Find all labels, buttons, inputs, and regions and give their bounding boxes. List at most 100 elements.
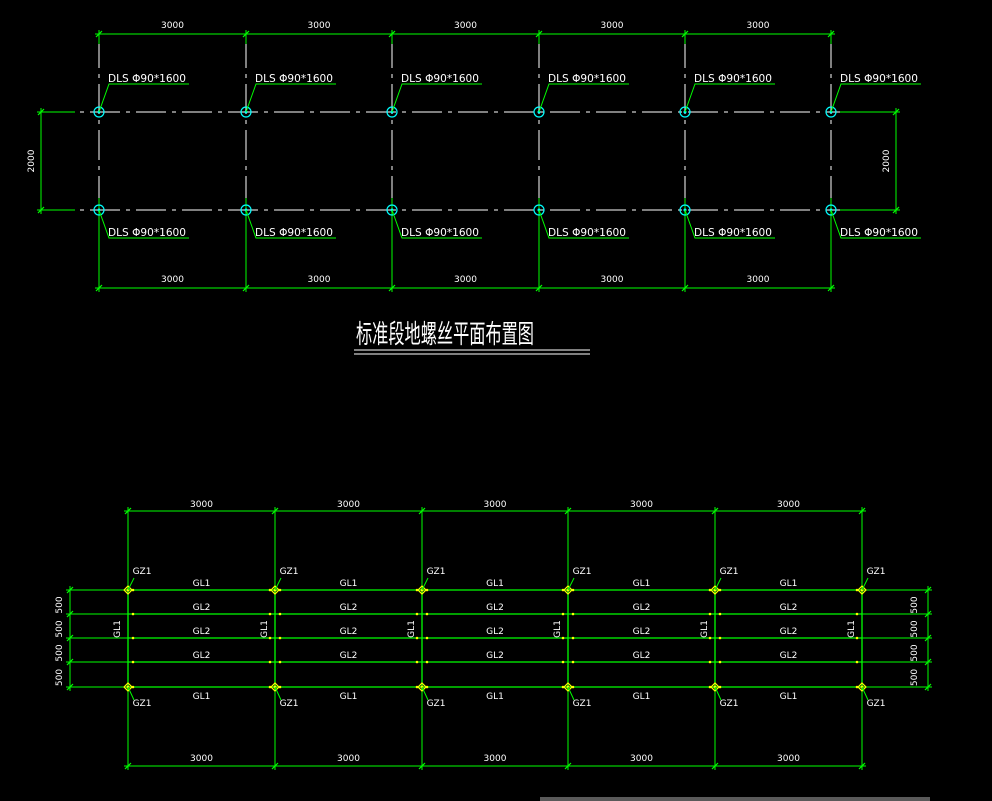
beam-marker bbox=[855, 612, 859, 616]
pile-circle bbox=[386, 204, 398, 216]
dimension-tick bbox=[858, 507, 866, 515]
row-gap-dimension-label: 500 bbox=[910, 620, 920, 637]
beam-marker bbox=[855, 588, 859, 592]
pile-circle bbox=[93, 106, 105, 118]
column-label: GZ1 bbox=[867, 699, 886, 709]
beam-marker bbox=[571, 588, 575, 592]
cross-beam-label: GL1 bbox=[700, 620, 710, 638]
column-marker bbox=[710, 585, 720, 595]
beam-label: GL2 bbox=[340, 627, 358, 637]
span-dimension-label: 3000 bbox=[484, 754, 507, 764]
beam-marker bbox=[718, 685, 722, 689]
beam-label: GL2 bbox=[780, 603, 798, 613]
column-marker bbox=[563, 682, 573, 692]
row-dimension-label: 2000 bbox=[882, 149, 892, 172]
column-marker bbox=[710, 682, 720, 692]
beam-label: GL2 bbox=[193, 651, 211, 661]
column-leader bbox=[861, 686, 869, 701]
beam-label: GL1 bbox=[486, 692, 504, 702]
dimension-tick bbox=[681, 284, 689, 292]
beam-label: GL2 bbox=[633, 627, 651, 637]
dimension-tick bbox=[564, 762, 572, 770]
row-dimension-label: 2000 bbox=[27, 149, 37, 172]
row-gap-dimension-label: 500 bbox=[55, 596, 65, 613]
beam-label: GL1 bbox=[780, 579, 798, 589]
pile-leader bbox=[98, 209, 189, 239]
column-marker bbox=[417, 585, 427, 595]
span-dimension-label: 3000 bbox=[630, 754, 653, 764]
beam-marker bbox=[415, 660, 419, 664]
column-marker bbox=[270, 585, 280, 595]
column-marker bbox=[857, 585, 867, 595]
dimension-tick bbox=[418, 762, 426, 770]
span-dimension-label: 3000 bbox=[484, 500, 507, 510]
beam-marker bbox=[855, 685, 859, 689]
beam-marker bbox=[268, 612, 272, 616]
column-label: GZ1 bbox=[720, 699, 739, 709]
row-gap-dimension-label: 500 bbox=[55, 620, 65, 637]
beam-marker bbox=[561, 588, 565, 592]
column-label: GZ1 bbox=[720, 567, 739, 577]
dimension-tick bbox=[388, 30, 396, 38]
dimension-tick bbox=[124, 762, 132, 770]
beam-marker bbox=[561, 612, 565, 616]
row-gap-dimension-label: 500 bbox=[55, 669, 65, 686]
beam-marker bbox=[278, 636, 282, 640]
span-dimension-label: 3000 bbox=[601, 21, 624, 31]
beam-marker bbox=[278, 685, 282, 689]
beam-label: GL1 bbox=[340, 692, 358, 702]
row-gap-dimension-label: 500 bbox=[910, 644, 920, 661]
beam-label: GL2 bbox=[340, 651, 358, 661]
column-leader bbox=[274, 686, 282, 701]
span-dimension-label: 3000 bbox=[190, 500, 213, 510]
beam-label: GL2 bbox=[633, 603, 651, 613]
pile-leader bbox=[684, 209, 775, 239]
beam-label: GL1 bbox=[633, 579, 651, 589]
pile-label: DLS Φ90*1600 bbox=[108, 227, 186, 239]
pile-label: DLS Φ90*1600 bbox=[401, 73, 479, 85]
span-dimension-label: 3000 bbox=[337, 754, 360, 764]
beam-marker bbox=[268, 636, 272, 640]
drawing-title-text: 标准段地螺丝平面布置图 bbox=[356, 320, 534, 350]
beam-label: GL1 bbox=[193, 579, 211, 589]
dimension-tick bbox=[242, 284, 250, 292]
dimension-tick bbox=[535, 30, 543, 38]
pile-leader bbox=[245, 83, 336, 113]
beam-label: GL2 bbox=[340, 603, 358, 613]
bottom-status-bar bbox=[540, 797, 930, 801]
column-leader bbox=[861, 577, 869, 591]
beam-marker bbox=[278, 588, 282, 592]
beam-marker bbox=[571, 660, 575, 664]
dimension-tick bbox=[66, 586, 74, 594]
pile-leader bbox=[391, 83, 482, 113]
dimension-tick bbox=[95, 30, 103, 38]
column-label: GZ1 bbox=[133, 699, 152, 709]
row-gap-dimension-label: 500 bbox=[55, 644, 65, 661]
beam-marker bbox=[425, 636, 429, 640]
pile-leader bbox=[98, 83, 189, 113]
dimension-tick bbox=[858, 762, 866, 770]
column-marker bbox=[123, 682, 133, 692]
beam-marker bbox=[718, 636, 722, 640]
beam-marker bbox=[718, 588, 722, 592]
column-leader bbox=[421, 686, 429, 701]
column-marker bbox=[563, 585, 573, 595]
dimension-tick bbox=[242, 30, 250, 38]
beam-marker bbox=[855, 636, 859, 640]
pile-leader bbox=[391, 209, 482, 239]
cross-beam-label: GL1 bbox=[553, 620, 563, 638]
beam-marker bbox=[425, 612, 429, 616]
column-label: GZ1 bbox=[573, 699, 592, 709]
pile-leader bbox=[830, 209, 921, 239]
beam-label: GL2 bbox=[486, 651, 504, 661]
span-dimension-label: 3000 bbox=[747, 275, 770, 285]
cross-beam-label: GL1 bbox=[847, 620, 857, 638]
pile-circle bbox=[386, 106, 398, 118]
pile-circle bbox=[679, 204, 691, 216]
dimension-tick bbox=[95, 284, 103, 292]
